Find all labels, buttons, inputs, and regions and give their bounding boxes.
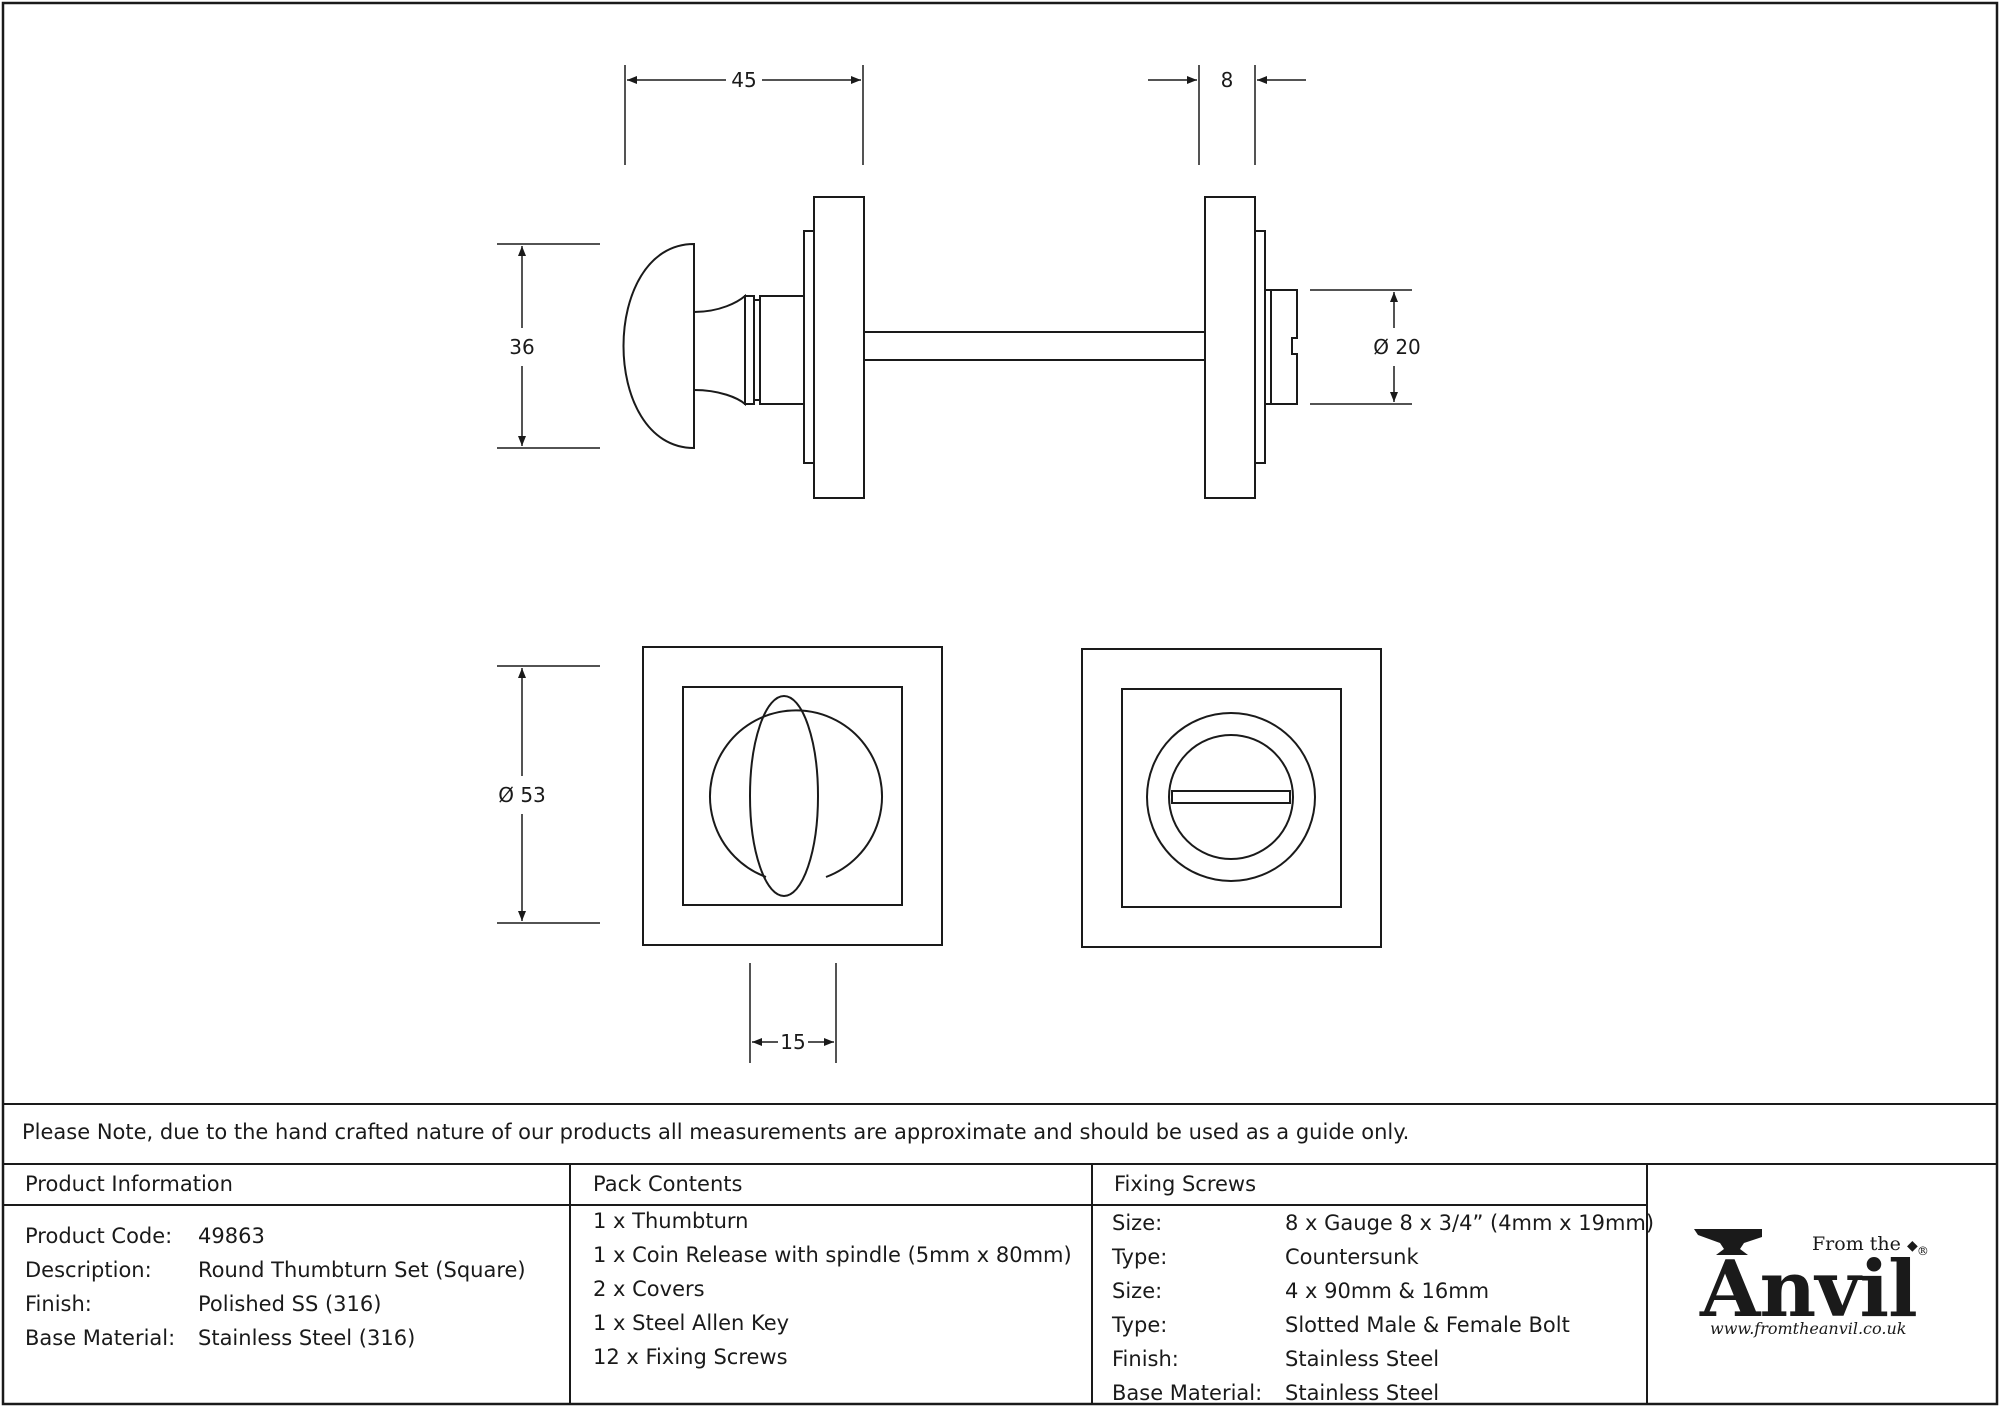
pack-item: 1 x Thumbturn	[593, 1209, 749, 1233]
dim-36	[497, 243, 600, 449]
product-code-value: 49863	[198, 1224, 265, 1248]
dim-20-label: Ø 20	[1373, 335, 1421, 359]
thumbturn-front-view	[642, 646, 943, 946]
dim-53-label: Ø 53	[498, 783, 546, 807]
dim-36-label: 36	[509, 335, 534, 359]
pack-item: 12 x Fixing Screws	[593, 1345, 788, 1369]
anvil-icon	[1694, 1229, 1762, 1255]
product-info-heading: Product Information	[25, 1172, 233, 1196]
screw-size-value: 8 x Gauge 8 x 3/4” (4mm x 19mm)	[1285, 1211, 1655, 1235]
spindle	[864, 331, 1205, 361]
base-material-label: Base Material:	[25, 1326, 176, 1350]
fixing-screws-heading: Fixing Screws	[1114, 1172, 1257, 1196]
base-material-value: Stainless Steel (316)	[198, 1326, 416, 1350]
screw-type-label: Type:	[1112, 1245, 1168, 1269]
dim-53	[497, 665, 600, 924]
screw-base-material-label: Base Material:	[1112, 1381, 1263, 1405]
screw-type-value: Countersunk	[1285, 1245, 1419, 1269]
thumbturn-side-view	[622, 196, 865, 499]
pack-item: 1 x Steel Allen Key	[593, 1311, 790, 1335]
bolt-size-label: Size:	[1112, 1279, 1163, 1303]
bolt-size-value: 4 x 90mm & 16mm	[1285, 1279, 1490, 1303]
screw-base-material-value: Stainless Steel	[1285, 1381, 1440, 1405]
measurement-note: Please Note, due to the hand crafted nat…	[22, 1120, 1410, 1144]
coin-release-side-view	[1204, 196, 1298, 499]
product-code-label: Product Code:	[25, 1224, 173, 1248]
from-the-anvil-logo: From the ◆ Anvil® www.fromtheanvil.co.uk	[1694, 1225, 1960, 1345]
dim-20	[1310, 289, 1412, 405]
pack-item: 2 x Covers	[593, 1277, 705, 1301]
logo-anvil-text: Anvil®	[1700, 1244, 1929, 1335]
logo-url: www.fromtheanvil.co.uk	[1710, 1319, 1907, 1338]
screw-size-label: Size:	[1112, 1211, 1163, 1235]
logo-from-the: From the ◆	[1812, 1233, 1918, 1255]
dim-45	[624, 65, 864, 165]
finish-value: Polished SS (316)	[198, 1292, 382, 1316]
dim-8-label: 8	[1221, 68, 1234, 92]
pack-contents-heading: Pack Contents	[593, 1172, 743, 1196]
pack-item: 1 x Coin Release with spindle (5mm x 80m…	[593, 1243, 1072, 1267]
dim-15	[749, 963, 837, 1063]
bolt-type-label: Type:	[1112, 1313, 1168, 1337]
dim-15-label: 15	[780, 1030, 805, 1054]
screw-finish-label: Finish:	[1112, 1347, 1179, 1371]
screw-finish-value: Stainless Steel	[1285, 1347, 1440, 1371]
dim-8	[1148, 65, 1306, 165]
bolt-type-value: Slotted Male & Female Bolt	[1285, 1313, 1570, 1337]
description-label: Description:	[25, 1258, 152, 1282]
dim-45-label: 45	[731, 68, 756, 92]
finish-label: Finish:	[25, 1292, 92, 1316]
coin-release-front-view	[1081, 648, 1382, 948]
description-value: Round Thumbturn Set (Square)	[198, 1258, 526, 1282]
